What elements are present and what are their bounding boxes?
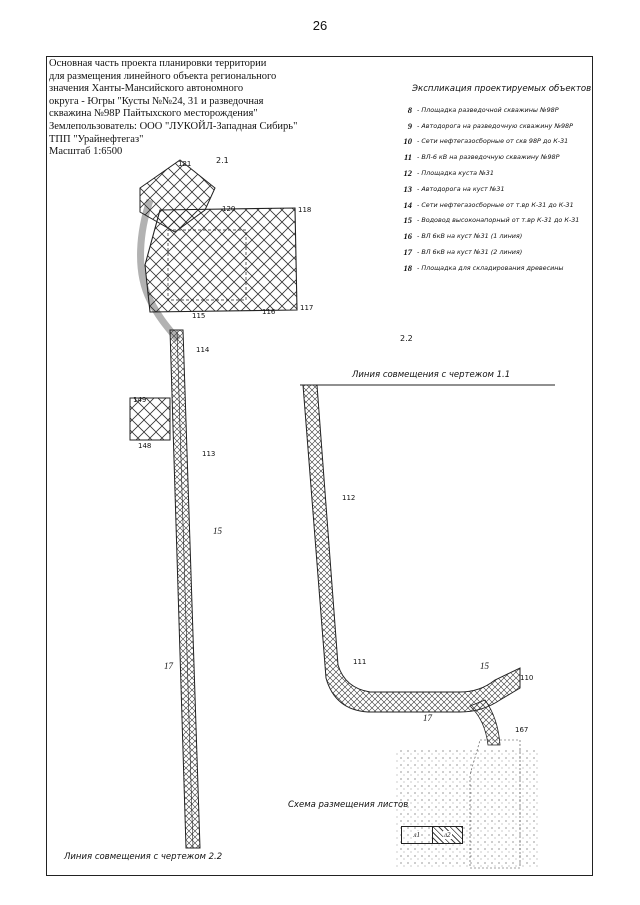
layout-scheme-label: Схема размещения листов [288,800,409,810]
legend-num: 9 [407,120,412,131]
tpp-line: ТПП "Урайнефтегаз" [49,133,144,145]
point-label: 113 [202,450,216,458]
point-label: 116 [262,308,276,316]
match-line-bottom-label: Линия совмещения с чертежом 2.2 [64,852,223,862]
legend-text: - Сети нефтегазосборные от т.вр К-31 до … [417,200,574,209]
layout-scheme-cell-1: л1 [402,827,433,843]
layout-scheme-box: л1 л2 [401,826,463,844]
title-line: значения Ханты-Мансийского автономного [49,83,244,95]
legend-num: 12 [403,168,413,179]
legend-text: - Площадка куста №31 [417,169,494,178]
storage-area [129,397,171,441]
legend-text: - Сети нефтегазосборные от скв 98Р до К-… [417,137,569,146]
object-label-15: 15 [480,661,489,671]
legend-num: 17 [403,247,413,258]
drawing-frame [46,56,593,876]
legend-num: 15 [403,215,413,226]
legend-text: - Водовод высоконапорный от т.вр К-31 до… [417,216,580,225]
sheet-label-22: 2.2 [400,334,413,343]
object-label-17: 17 [164,661,173,671]
legend-text: - Площадка для складирования древесины [417,263,564,272]
legend-item: 8 - Площадка разведочной скважины №98Р [398,102,588,118]
legend-num: 10 [403,136,413,147]
legend-text: - ВЛ-6 кВ на разведочную скважину №98Р [417,153,560,162]
legend-text: - ВЛ 6кВ на куст №31 (1 линия) [417,232,523,241]
cluster-pad-area [144,207,298,313]
point-label: 110 [520,674,534,682]
legend-text: - Площадка разведочной скважины №98Р [417,105,559,114]
legend-item: 11 - ВЛ-6 кВ на разведочную скважину №98Р [398,149,588,165]
legend-item: 15 - Водовод высоконапорный от т.вр К-31 … [398,213,588,229]
existing-pad-area [395,750,540,868]
legend-num: 11 [403,152,412,163]
legend-text: - ВЛ 6кВ на куст №31 (2 линия) [417,248,523,257]
match-line-top-label: Линия совмещения с чертежом 1.1 [352,370,511,380]
existing-pad-outline [469,739,521,869]
legend-item: 18 - Площадка для складирования древесины [398,260,588,276]
legend-text: - Автодорога на куст №31 [417,184,505,193]
legend-text: - Автодорога на разведочную скважину №98… [417,121,573,130]
title-line: для размещения линейного объекта региона… [49,70,277,82]
point-label: 118 [298,206,312,214]
legend-item: 12 - Площадка куста №31 [398,165,588,181]
point-label: 149 [133,396,147,404]
cluster-inner-area [167,229,247,301]
legend-num: 14 [403,199,413,210]
legend-item: 13 - Автодорога на куст №31 [398,181,588,197]
point-label: 117 [300,304,314,312]
point-label: 120 [222,205,236,213]
scale-line: Масштаб 1:6500 [49,146,123,158]
legend: Экспликация проектируемых объектов 8 - Пл… [398,84,592,276]
point-label: 111 [353,658,367,666]
point-label: 112 [342,494,356,502]
corridor-axis [176,329,194,849]
title-line: округа - Югры "Кусты №№24, 31 и разведоч… [49,95,264,107]
legend-title: Экспликация проектируемых объектов [412,84,592,94]
legend-item: 16 - ВЛ 6кВ на куст №31 (1 линия) [398,228,588,244]
page-number: 26 [312,18,328,33]
legend-num: 18 [403,262,413,273]
title-line: Основная часть проекта планировки террит… [49,58,267,69]
legend-item: 14 - Сети нефтегазосборные от т.вр К-31 д… [398,197,588,213]
legend-item: 17 - ВЛ 6кВ на куст №31 (2 линия) [398,244,588,260]
legend-item: 10 - Сети нефтегазосборные от скв 98Р до … [398,134,588,150]
title-line: скважина №98Р Пайтыхского месторождения" [49,108,258,120]
object-label-17: 17 [423,713,432,723]
road-curve [137,198,181,343]
corridor-22 [302,384,521,713]
corridor-22-branch [469,699,501,746]
point-label: 121 [178,160,192,168]
legend-num: 8 [407,104,412,115]
legend-item: 9 - Автодорога на разведочную скважину №9… [398,118,588,134]
legend-num: 13 [403,183,413,194]
point-label: 167 [515,726,529,734]
point-label: 115 [192,312,206,320]
title-block: Основная часть проекта планировки террит… [49,58,299,159]
sheet-label-21: 2.1 [216,156,229,165]
layout-scheme-cell-2: л2 [432,827,462,843]
point-label: 148 [138,442,152,450]
object-label-15: 15 [213,526,222,536]
land-user-line: Землепользователь: ООО "ЛУКОЙЛ-Западная … [49,120,298,132]
point-label: 114 [196,346,210,354]
legend-num: 16 [403,231,413,242]
